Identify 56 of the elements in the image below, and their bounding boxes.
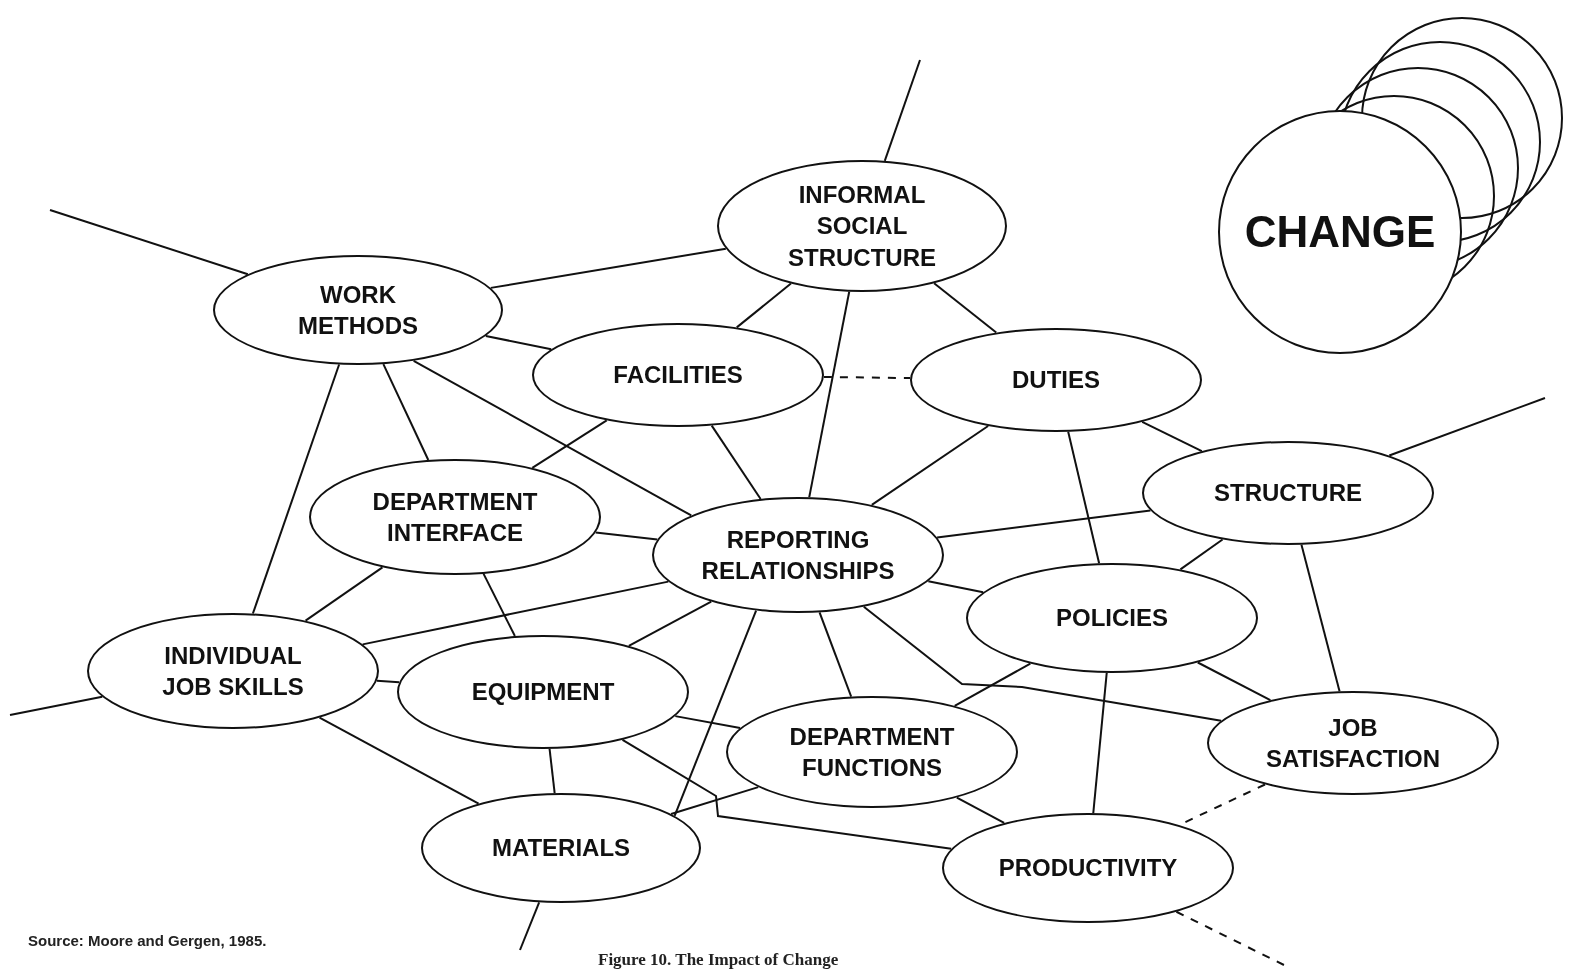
node-label: PRODUCTIVITY	[998, 853, 1178, 884]
node-label: POLICIES	[1056, 603, 1168, 634]
node-label: DUTIES	[1012, 365, 1100, 396]
connector-line	[955, 796, 1006, 824]
connector-line	[1092, 671, 1108, 815]
connector-line	[822, 375, 912, 380]
connector-line	[1300, 543, 1341, 693]
node-label: REPORTING RELATIONSHIPS	[700, 524, 896, 586]
connector-line	[953, 662, 1032, 707]
node-label: INFORMAL SOCIAL STRUCTURE	[787, 180, 937, 273]
connector-line	[927, 580, 985, 594]
connector-line	[808, 290, 851, 499]
connector-line	[1388, 397, 1546, 457]
connector-line	[9, 695, 104, 716]
node-label: INDIVIDUAL JOB SKILLS	[161, 640, 305, 702]
connector-line	[670, 786, 760, 815]
connector-line	[933, 282, 998, 334]
node-label: CHANGE	[1244, 206, 1436, 259]
connector-line	[49, 209, 249, 276]
node-label: EQUIPMENT	[471, 677, 615, 708]
node-label: DEPARTMENT FUNCTIONS	[788, 721, 956, 783]
connector-line	[382, 363, 430, 461]
connector-line	[1141, 420, 1203, 453]
connector-line	[484, 334, 553, 351]
node-label: FACILITIES	[613, 360, 743, 391]
node-label: JOB SATISFACTION	[1264, 712, 1442, 774]
connector-line	[318, 716, 480, 805]
connector-line	[482, 572, 516, 638]
connector-line	[735, 282, 792, 329]
node-label: DEPARTMENT INTERFACE	[371, 486, 539, 548]
source-note: Source: Moore and Gergen, 1985.	[28, 932, 267, 949]
connector-line	[818, 611, 853, 698]
connector-line	[621, 738, 953, 850]
connector-line	[1179, 538, 1224, 571]
connector-line	[548, 747, 556, 795]
connector-line	[412, 359, 693, 517]
connector-line	[883, 59, 921, 162]
connector-line	[519, 901, 541, 951]
connector-line	[594, 531, 659, 541]
figure-caption: Figure 10. The Impact of Change	[598, 950, 839, 970]
connector-line	[251, 363, 341, 615]
connector-line	[1067, 430, 1101, 565]
connector-line	[531, 419, 608, 469]
node-label: STRUCTURE	[1214, 478, 1362, 509]
node-label: WORK METHODS	[297, 279, 419, 341]
connector-line	[304, 566, 384, 622]
connector-line	[674, 715, 742, 729]
connector-line	[862, 605, 1223, 722]
connector-line	[489, 247, 727, 289]
connector-line	[936, 509, 1152, 539]
connector-line	[870, 425, 990, 506]
node-label: MATERIALS	[491, 833, 631, 864]
connector-line	[361, 580, 670, 646]
connector-line	[1196, 661, 1272, 702]
connector-line	[710, 424, 762, 500]
connector-line	[627, 600, 713, 647]
